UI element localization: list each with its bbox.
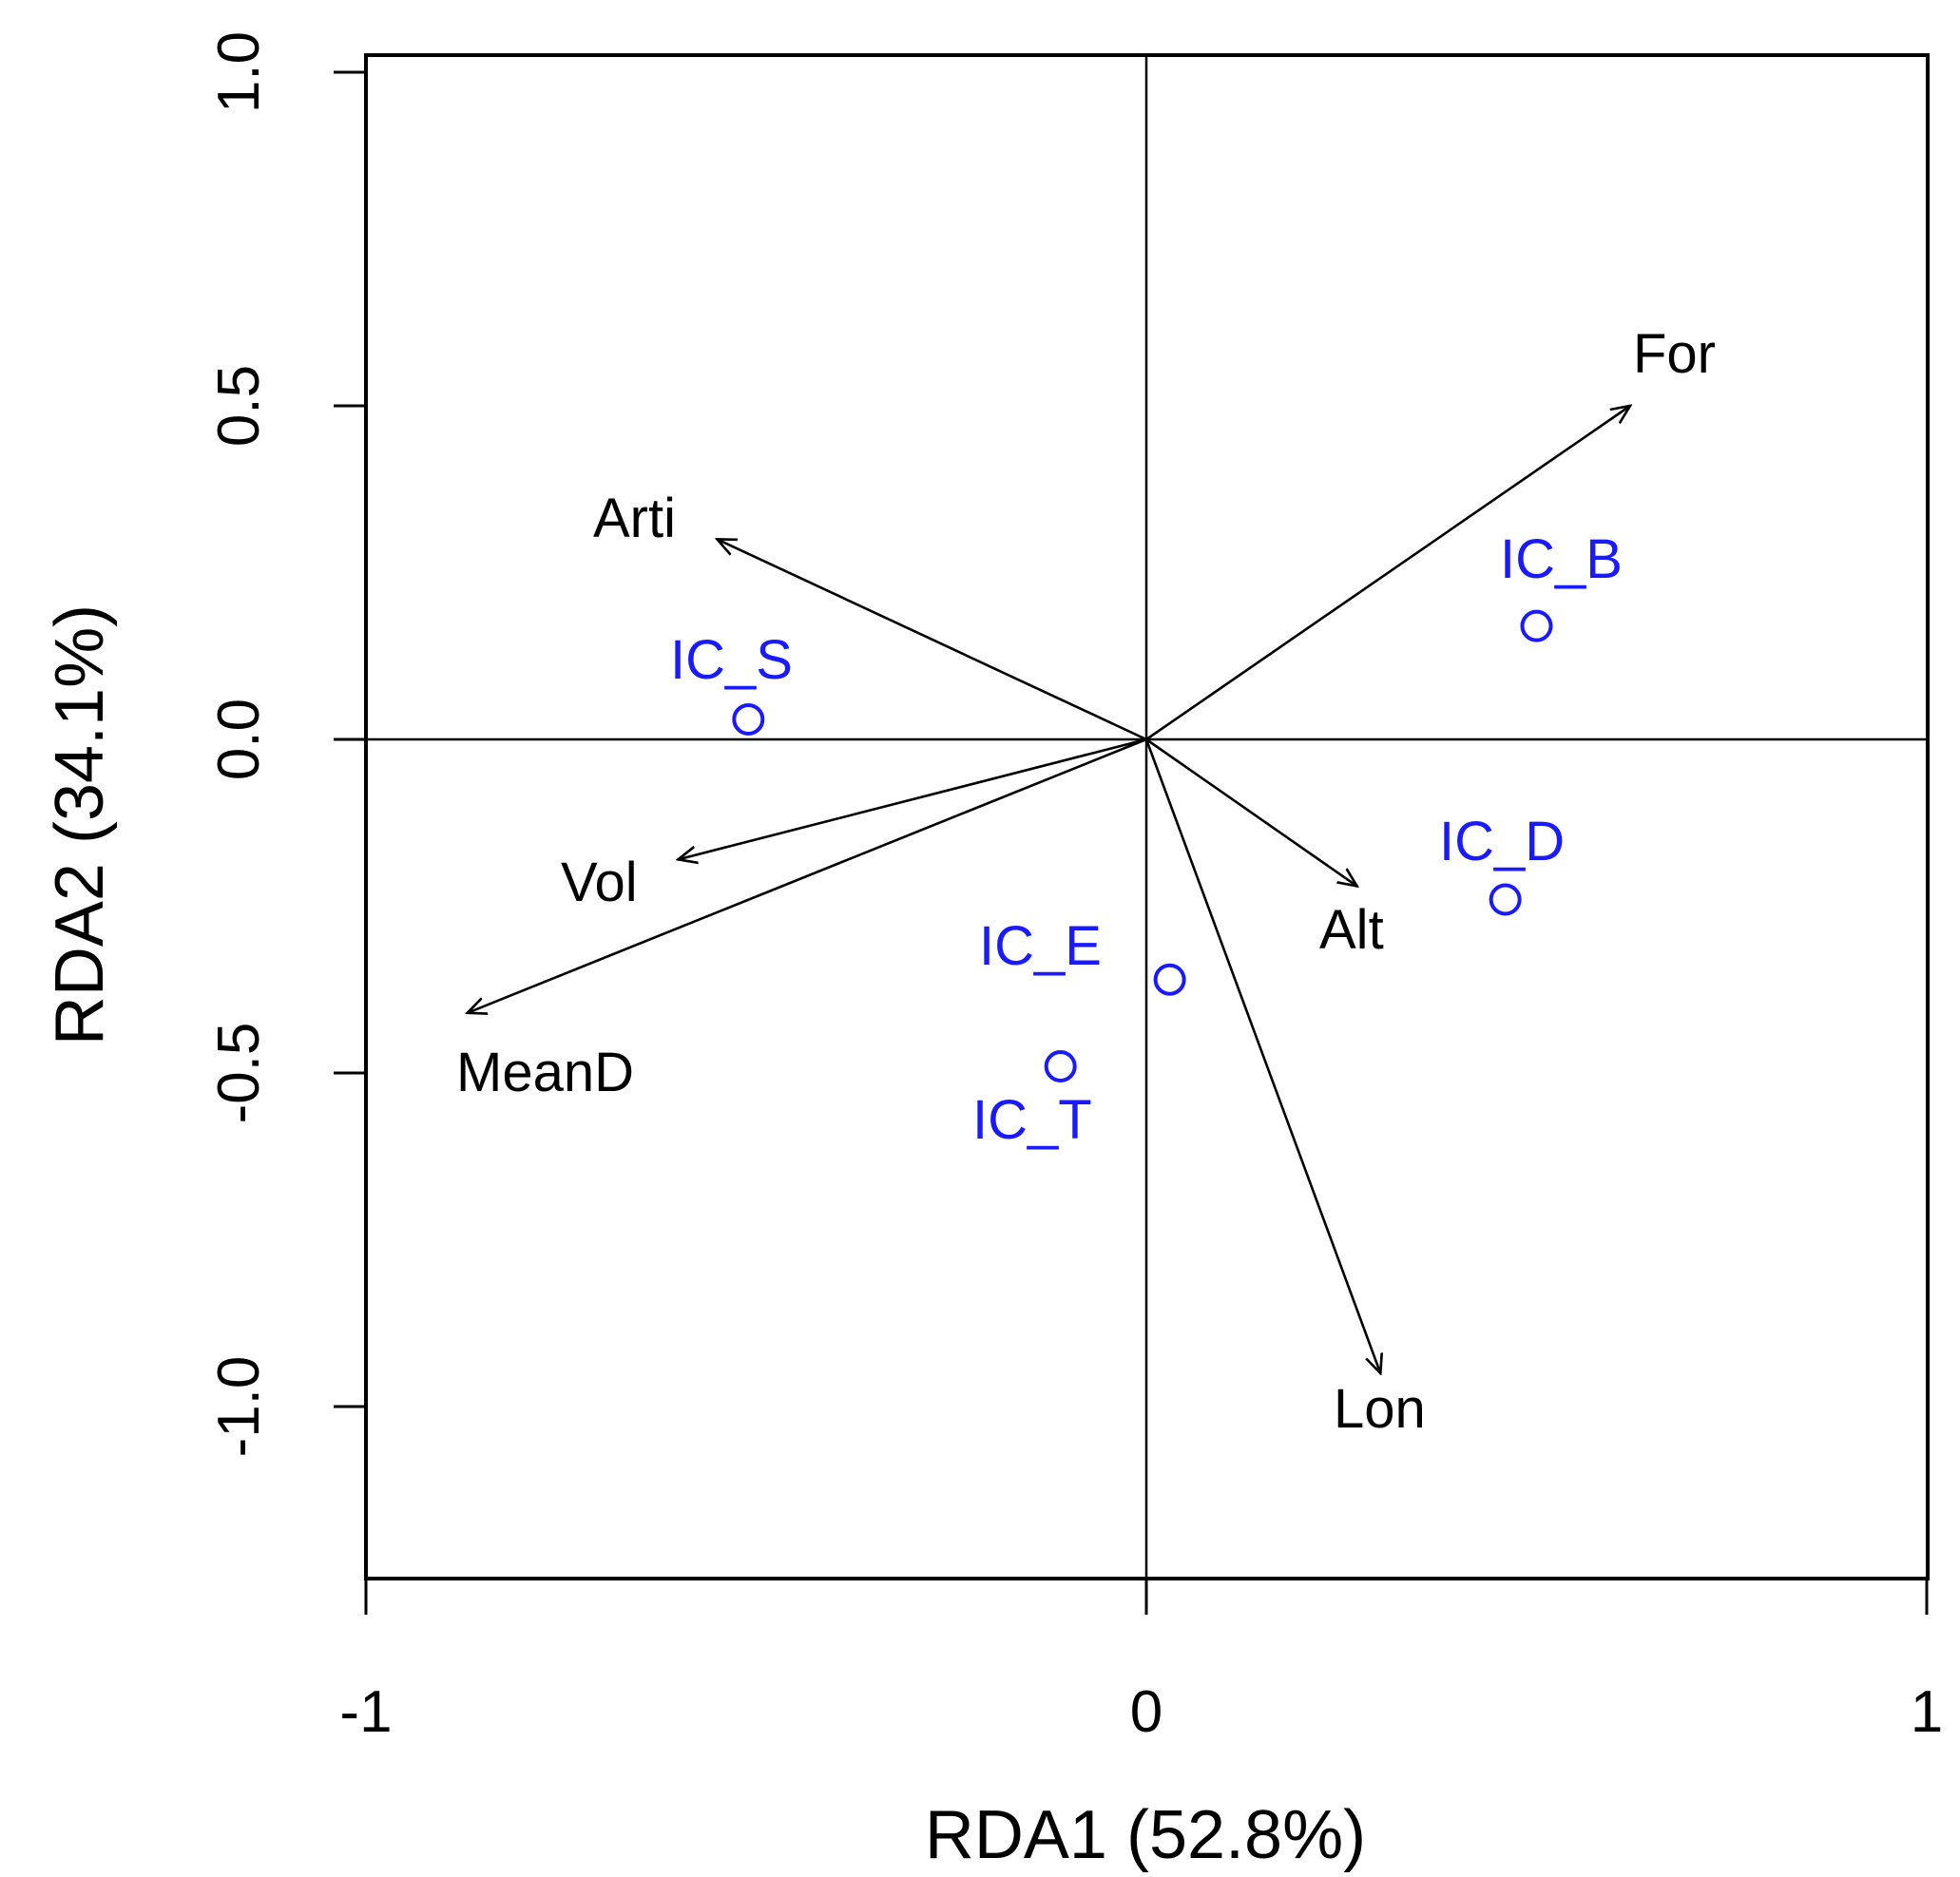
site-ic_s-label: IC_S: [670, 629, 793, 691]
vector-vol-arrow: [678, 737, 1147, 859]
site-ic_t-label: IC_T: [972, 1089, 1092, 1151]
x-tick-label: 0: [1130, 1679, 1163, 1745]
vector-for-arrow: [1145, 406, 1630, 741]
site-ic_e-point: [1153, 963, 1186, 996]
y-axis-title: RDA2 (34.1%): [42, 604, 118, 1045]
site-ic_s-point: [732, 702, 765, 736]
x-tick-label: -1: [339, 1679, 392, 1745]
y-tick-label: 1.0: [206, 31, 272, 113]
x-axis-title: RDA1 (52.8%): [925, 1797, 1366, 1873]
site-ic_e-label: IC_E: [979, 915, 1102, 977]
site-points: IC_B IC_S IC_D IC_E IC_T: [670, 528, 1623, 1151]
vector-lon-arrow: [1144, 738, 1380, 1373]
vector-arti-arrow: [717, 539, 1147, 741]
y-tick-label: 0.0: [206, 699, 272, 780]
vector-vol-label: Vol: [561, 852, 638, 913]
vector-alt-label: Alt: [1319, 899, 1384, 961]
y-axis: -1.0 -0.5 0.0 0.5 1.0: [206, 31, 368, 1458]
site-ic_d-label: IC_D: [1439, 811, 1565, 872]
site-ic_t-point: [1044, 1049, 1077, 1082]
vector-meand-arrow: [468, 737, 1147, 1013]
y-tick-label: 0.5: [206, 365, 272, 447]
vector-arti-label: Arti: [593, 488, 676, 549]
vector-for-label: For: [1633, 323, 1716, 385]
vector-lon-label: Lon: [1334, 1378, 1426, 1440]
y-tick-label: -1.0: [206, 1356, 272, 1458]
vector-meand-label: MeanD: [456, 1042, 634, 1103]
y-tick-label: -0.5: [206, 1023, 272, 1124]
x-tick-label: 1: [1911, 1679, 1943, 1745]
site-ic_d-point: [1489, 883, 1522, 916]
reference-lines: [366, 55, 1928, 1579]
vector-alt-arrow: [1145, 737, 1357, 886]
site-ic_b-label: IC_B: [1500, 528, 1623, 590]
site-ic_b-point: [1520, 609, 1553, 642]
x-axis: -1 0 1: [339, 1577, 1943, 1745]
